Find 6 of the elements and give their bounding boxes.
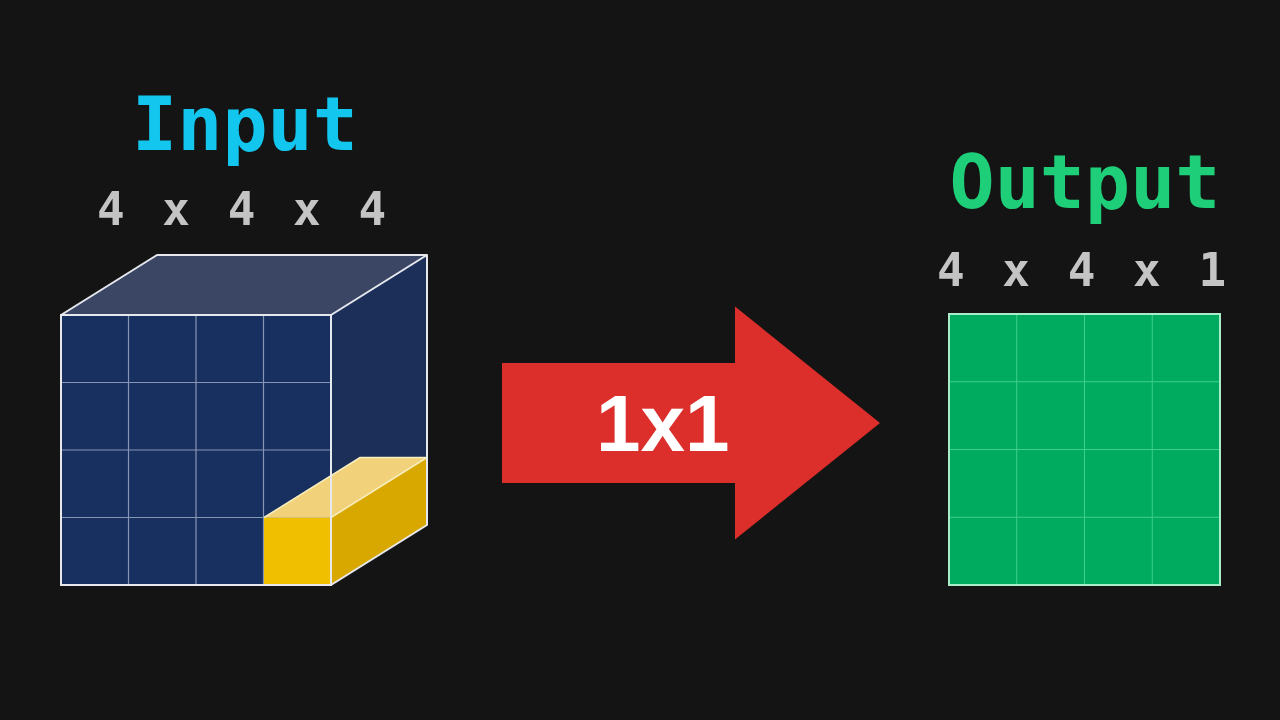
dimension-text: 4 x 4 x 4 — [95, 182, 393, 238]
edge-label: 1x1 — [595, 378, 730, 470]
dimension-text: 4 x 4 x 1 — [935, 243, 1233, 299]
section-heading: Input — [131, 79, 359, 169]
section-heading: Output — [948, 137, 1222, 227]
block-arrow — [502, 306, 880, 540]
